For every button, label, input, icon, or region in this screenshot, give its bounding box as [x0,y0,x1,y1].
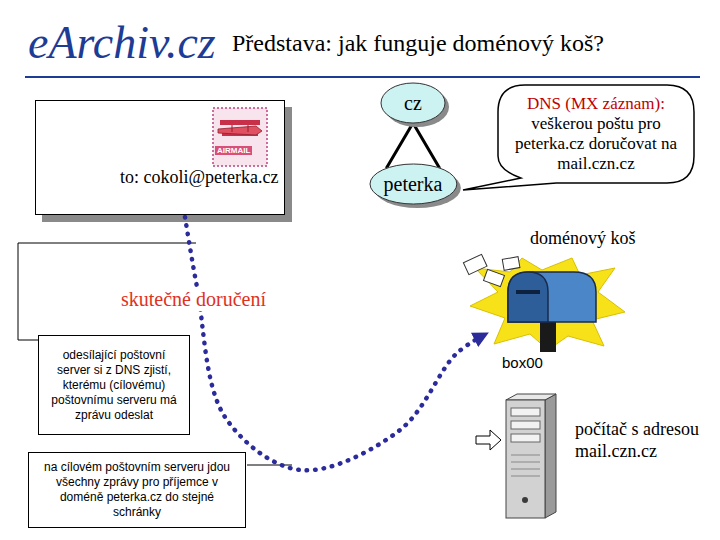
header-rule [25,76,700,78]
mailbox-illustration [463,254,625,352]
node-text: cz [404,92,422,115]
node-text: box00 [488,354,648,371]
plane-strut [232,125,233,132]
plane-strut [248,125,249,132]
node-text: na cílovém poštovním serveru jdou všechn… [35,460,239,520]
page-title: Představa: jak funguje doménový koš? [232,30,604,57]
node-text: to: cokoli@peterka.cz [120,167,279,188]
stamp-edge [213,108,267,166]
server-side [545,394,556,518]
drive-bay [511,434,540,442]
node-text: odesílající poštovní server si z DNS zji… [45,348,183,423]
server-illustration [476,394,556,518]
mailbox-slot [516,290,540,294]
flying-letter [463,254,487,274]
leader-line [247,465,292,466]
node-text: veškerou poštu pro peterka.cz doručovat … [509,114,683,174]
node-text: doménový koš [488,228,648,252]
airmail-stamp [213,108,267,166]
ellipse-fill [381,83,445,123]
note-box: odesílající poštovní server si z DNS zji… [38,335,190,435]
mailbox: doménový koš box00 [488,228,648,371]
vent [511,462,540,463]
node-text: peterka [384,173,443,196]
mailbox-post [540,318,556,352]
flying-letter [502,257,520,271]
server-label: počítač s adresou mail.czn.cz [575,418,713,462]
speech-bubble: DNS (MX záznam):veškerou poštu pro peter… [497,84,695,184]
pointer-arrow [476,430,501,450]
dns-node: cz [380,82,446,124]
logo: eArchiv.cz [28,16,216,69]
tree-branch [386,123,439,168]
server-top [506,394,556,400]
vent [511,476,540,477]
letter-envelope: to: cokoli@peterka.cz [35,100,285,215]
dns-node: peterka [369,163,458,205]
stamp-text: AIRMAIL [215,146,252,155]
drive-bay [511,408,540,416]
plane-wing [220,120,260,125]
mailbox-body [508,272,596,322]
flying-letter [483,269,504,286]
server-front [506,400,545,518]
vent [511,469,540,470]
drive-bay [511,421,540,429]
note-box: na cílovém poštovním serveru jdou všechn… [28,452,246,528]
vent [511,455,540,456]
delivery-arrow [185,217,486,470]
power-button [522,497,528,503]
bubble-path [463,85,694,190]
ellipse-fill [370,164,457,204]
envelope-paper [35,100,285,215]
bubble-heading: DNS (MX záznam): [509,94,683,114]
mailbox-front [508,272,548,322]
edge-label: skutečné doručení [118,288,269,311]
plane-body [218,126,262,135]
